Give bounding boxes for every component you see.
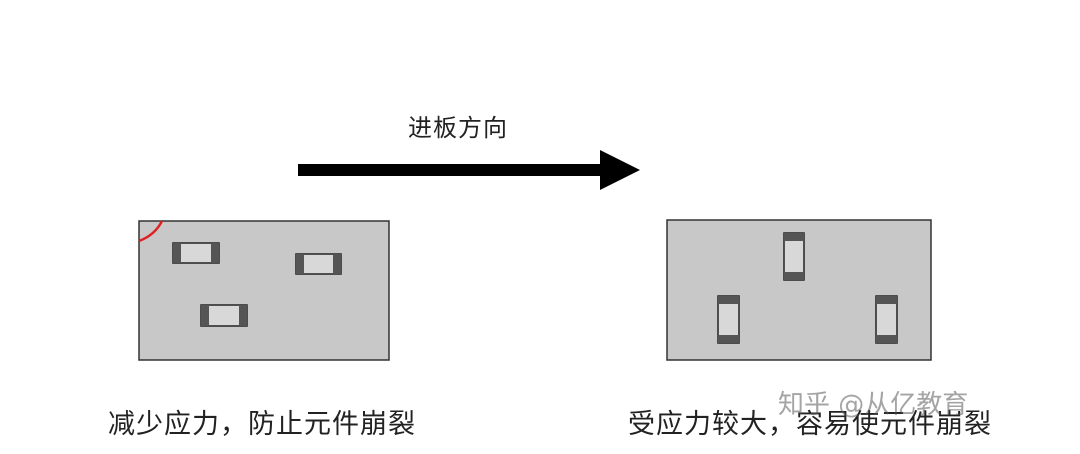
left-caption: 减少应力，防止元件崩裂	[108, 409, 416, 440]
left-component-1	[172, 242, 220, 264]
direction-label: 进板方向	[408, 114, 508, 142]
right-caption: 受应力较大，容易使元件崩裂	[628, 409, 992, 440]
left-component-2	[295, 253, 342, 275]
corner-highlight-arc	[138, 220, 164, 243]
right-board	[666, 219, 932, 361]
right-component-2	[717, 295, 740, 344]
left-board	[138, 220, 390, 361]
direction-arrow	[298, 150, 640, 190]
right-component-3	[875, 295, 898, 344]
watermark-text: 知乎 @从亿教育	[778, 390, 969, 420]
left-component-3	[200, 304, 248, 327]
right-component-1	[783, 232, 805, 281]
